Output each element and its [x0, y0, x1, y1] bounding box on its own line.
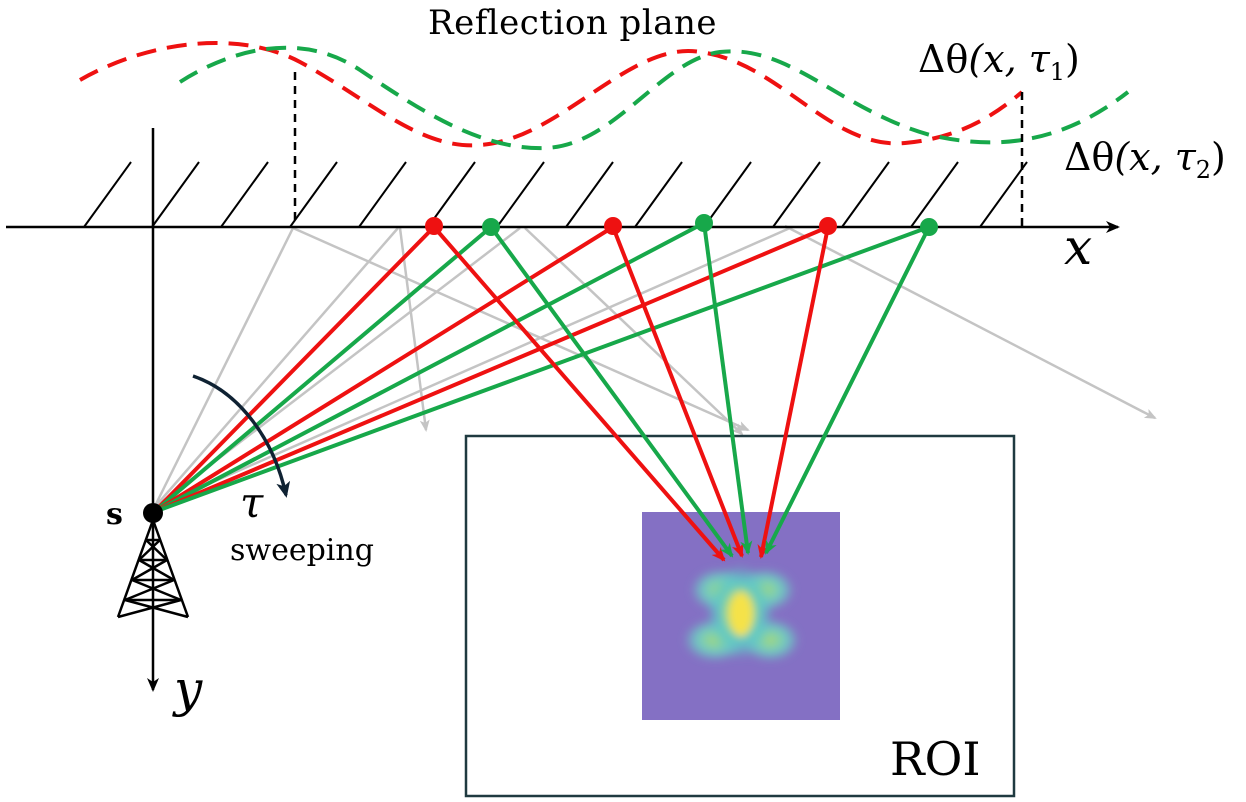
gray-ray-incident-4: [153, 226, 791, 510]
phase-label-tau2-args: (x, τ: [1114, 135, 1196, 179]
reflection-point-green-1: [482, 218, 500, 236]
reflection-point-red-2: [604, 217, 622, 235]
source-label: s: [106, 497, 123, 532]
phase-label-tau2-symbol: Δθ: [1064, 135, 1115, 179]
roi-label: ROI: [890, 732, 981, 786]
gray-ray-reflected-2: [398, 227, 430, 432]
reflection-points: [425, 214, 938, 236]
plane-hatching: [83, 161, 1028, 228]
y-axis-label: y: [174, 660, 203, 718]
x-axis-label: x: [1064, 218, 1093, 276]
red-phase-curve: [79, 41, 1024, 148]
incident-rays: [152, 221, 930, 514]
diagram-title: Reflection plane: [428, 3, 717, 43]
reflection-point-red-3: [819, 217, 837, 235]
gray-ray-incident-1: [152, 227, 295, 509]
phase-label-tau2-sub: 2: [1195, 156, 1212, 184]
reflected-rays: [432, 222, 931, 562]
phase-label-tau1: Δθ(x, τ1): [918, 37, 1080, 86]
phase-label-tau1-symbol: Δθ: [918, 37, 969, 81]
green-phase-curve: [178, 45, 1130, 151]
reflection-point-green-3: [920, 218, 938, 236]
phase-label-tau2: Δθ(x, τ2): [1064, 135, 1226, 184]
reflection-point-red-1: [425, 217, 443, 235]
sweep-arrow: [192, 374, 291, 498]
sweeping-label: sweeping: [230, 533, 374, 568]
phase-label-tau1-sub: 1: [1049, 58, 1066, 86]
gray-ray-reflected-3: [524, 227, 744, 436]
tower-icon: [116, 519, 190, 619]
gray-ray-incident-2: [153, 227, 399, 509]
source-point: [143, 503, 163, 523]
intensity-heatmap: [642, 512, 840, 720]
phase-label-tau1-args: (x, τ: [968, 37, 1050, 81]
gray-ray-reflected-4: [784, 224, 1157, 420]
tau-label: τ: [240, 478, 264, 527]
reflection-point-green-2: [695, 214, 713, 232]
